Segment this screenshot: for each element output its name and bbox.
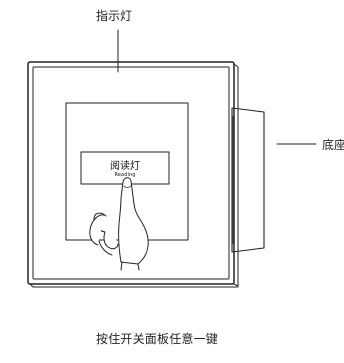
base-back-plate [231,107,265,253]
caption-text: 按住开关面板任意一键 [96,332,219,346]
hand-pressing-icon [89,177,149,271]
indicator-label: 指示灯 [96,9,133,23]
base-label: 底座 [322,138,344,152]
panel-outer-frame [27,61,235,285]
button-sublabel: Reading [114,172,136,178]
panel-inner-frame [32,66,230,280]
panel-side-edge [233,63,239,287]
panel-bottom-edge [29,283,239,288]
button-label: 阅读灯 [110,161,140,172]
